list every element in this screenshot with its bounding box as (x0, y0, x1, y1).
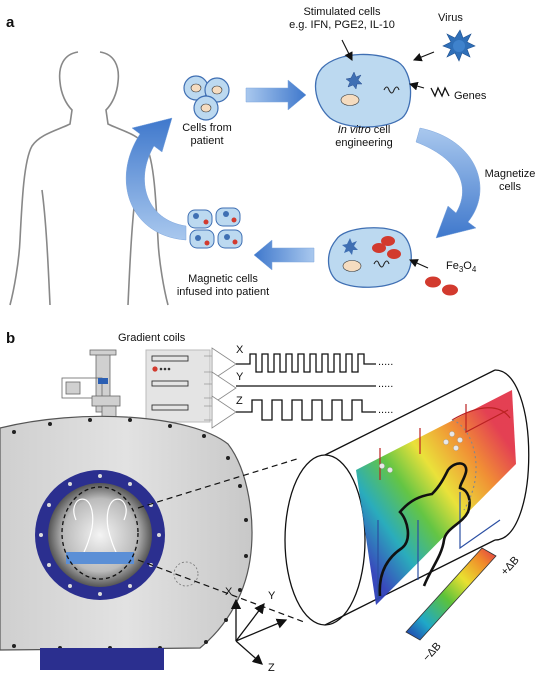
arrow-to-infused (253, 239, 315, 271)
delta-b-colorbar (405, 547, 497, 641)
cell-virus-star (345, 71, 363, 90)
fe3o4-particle (442, 284, 458, 296)
coil-indicator-dot (152, 366, 158, 372)
scanner-top-mechanism (61, 349, 121, 421)
cells-from-patient-label: Cells from patient (182, 122, 232, 147)
scanner-base (40, 648, 164, 670)
stimulated-pointer (341, 39, 353, 61)
coil-indicator-dots (159, 367, 171, 371)
scanner-bolts (12, 418, 248, 650)
gradient-field-plane (356, 390, 516, 605)
virus-icon (442, 29, 476, 62)
scanner-blue-band (98, 378, 108, 384)
x-train-ellipsis: ..... (378, 356, 394, 368)
z-pulse-train (236, 399, 376, 421)
y-train-ellipsis: ..... (378, 378, 394, 390)
in-vitro-label: In vitro cell engineering (335, 124, 393, 149)
stimulated-cells-label: Stimulated cells e.g. IFN, PGE2, IL-10 (289, 6, 395, 31)
virus-pointer (412, 51, 435, 62)
genes-label: Genes (454, 90, 487, 102)
amplifier-triangles (211, 347, 237, 429)
panel-a-label: a (6, 14, 15, 31)
coil-rows (151, 355, 189, 411)
axis-y-label: Y (268, 590, 276, 602)
magnetic-cells-outline (451, 419, 477, 511)
scanner-port (173, 561, 199, 587)
genes-pointer (408, 81, 425, 91)
field-of-view-outline (61, 486, 139, 580)
human-silhouette (9, 51, 169, 306)
fe3o4-pointer (408, 259, 429, 269)
panel-b-label: b (6, 330, 16, 347)
engineered-cell (314, 53, 412, 128)
fe3o4-particle (425, 276, 441, 288)
magnetize-cells-label: Magnetize cells (484, 168, 536, 193)
body-silhouette-in-field (378, 462, 471, 597)
infused-cells-cluster (187, 207, 243, 249)
amp-leads (204, 355, 212, 421)
z-train-ellipsis: ..... (378, 404, 394, 416)
magnetic-cells-label: Magnetic cells infused into patient (176, 273, 270, 298)
magnetized-cell (327, 227, 412, 288)
coil-outline-red (379, 404, 511, 480)
genes-icon (430, 86, 450, 98)
field-cylinder (284, 369, 530, 626)
xyz-axes (230, 598, 288, 665)
virus-label: Virus (438, 12, 463, 24)
coil-x-label: X (236, 344, 244, 356)
coil-outline-blue (377, 492, 501, 600)
arrow-to-engineering (245, 79, 307, 111)
axis-x-label: X (225, 586, 233, 598)
return-arc-arrow (125, 117, 187, 241)
bore-opening (48, 483, 152, 587)
patient-table (66, 552, 134, 564)
fe3o4-label: Fe3O4 (446, 260, 477, 275)
coil-z-label: Z (236, 395, 243, 407)
magnetize-arc-arrow (415, 127, 481, 239)
projection-line (137, 457, 301, 509)
coil-y-label: Y (236, 371, 244, 383)
patient-cells-cluster (183, 75, 230, 121)
gradient-coils-label: Gradient coils (118, 332, 186, 344)
x-pulse-train (236, 353, 376, 373)
magnetic-cell-dots (379, 431, 463, 473)
axis-z-label: Z (268, 662, 275, 674)
patient-feet-icon (73, 498, 127, 553)
